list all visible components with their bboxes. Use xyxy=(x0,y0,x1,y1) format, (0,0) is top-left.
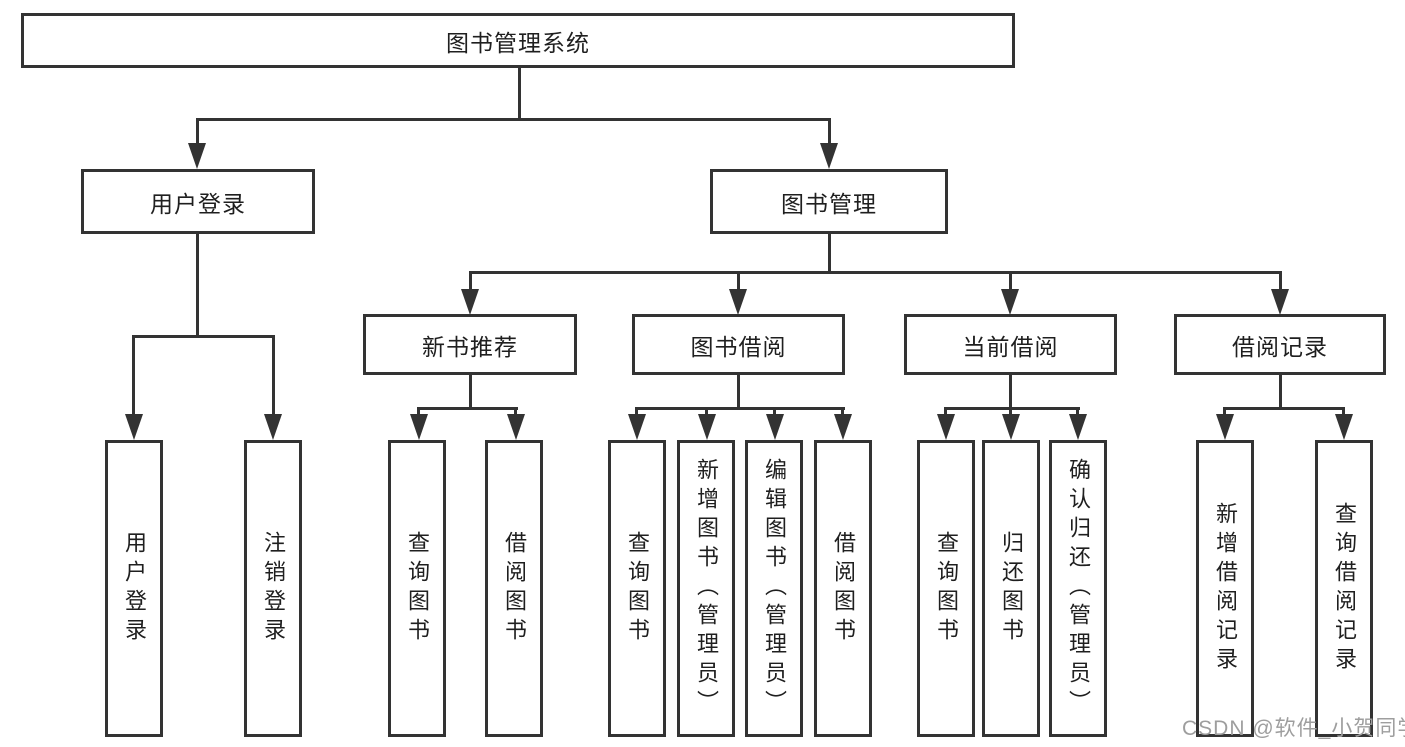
leaf-edit-books-admin: 编辑图书（管理员） xyxy=(745,440,803,737)
arrow-down-icon xyxy=(188,143,206,169)
leaf-query-borrow-record: 查询借阅记录 xyxy=(1315,440,1373,737)
edge-line xyxy=(1223,407,1345,410)
leaf-add-borrow-record: 新增借阅记录 xyxy=(1196,440,1254,737)
edge-line xyxy=(1279,273,1282,291)
edge-line xyxy=(705,409,708,418)
leaf-add-books-admin: 新增图书（管理员） xyxy=(677,440,735,737)
leaf-user-login: 用户登录 xyxy=(105,440,163,737)
edge-line xyxy=(514,409,517,418)
edge-line xyxy=(272,337,275,418)
edge-line xyxy=(635,409,638,418)
edge-line xyxy=(944,407,1080,410)
watermark: CSDN @软件_小贺同学 xyxy=(1182,717,1405,740)
edge-line xyxy=(1009,375,1012,409)
edge-line xyxy=(196,118,831,121)
arrow-down-icon xyxy=(1335,414,1353,440)
edge-line xyxy=(132,335,275,338)
edge-line xyxy=(841,409,844,418)
leaf-confirm-return-admin: 确认归还（管理员） xyxy=(1049,440,1107,737)
edge-line xyxy=(196,120,199,148)
edge-line xyxy=(828,120,831,148)
edge-line xyxy=(944,409,947,418)
leaf-query-books-current: 查询图书 xyxy=(917,440,975,737)
arrow-down-icon xyxy=(264,414,282,440)
arrow-down-icon xyxy=(698,414,716,440)
arrow-down-icon xyxy=(1271,289,1289,315)
edge-line xyxy=(1009,409,1012,418)
edge-line xyxy=(518,66,521,120)
leaf-query-books-recommend: 查询图书 xyxy=(388,440,446,737)
leaf-query-books-borrowing: 查询图书 xyxy=(608,440,666,737)
edge-line xyxy=(828,234,831,273)
arrow-down-icon xyxy=(461,289,479,315)
arrow-down-icon xyxy=(1069,414,1087,440)
arrow-down-icon xyxy=(507,414,525,440)
leaf-logout: 注销登录 xyxy=(244,440,302,737)
arrow-down-icon xyxy=(410,414,428,440)
node-new-book-recommendation: 新书推荐 xyxy=(363,314,577,375)
leaf-borrow-books-recommend: 借阅图书 xyxy=(485,440,543,737)
edge-line xyxy=(737,375,740,409)
node-book-borrowing: 图书借阅 xyxy=(632,314,845,375)
edge-line xyxy=(737,273,740,291)
edge-line xyxy=(1076,409,1079,418)
arrow-down-icon xyxy=(766,414,784,440)
edge-line xyxy=(469,375,472,409)
arrow-down-icon xyxy=(834,414,852,440)
edge-line xyxy=(1279,375,1282,409)
arrow-down-icon xyxy=(820,143,838,169)
arrow-down-icon xyxy=(628,414,646,440)
edge-line xyxy=(1342,409,1345,418)
edge-line xyxy=(196,234,199,337)
edge-line xyxy=(635,407,845,410)
arrow-down-icon xyxy=(729,289,747,315)
node-current-borrowing: 当前借阅 xyxy=(904,314,1117,375)
arrow-down-icon xyxy=(125,414,143,440)
arrow-down-icon xyxy=(1001,289,1019,315)
edge-line xyxy=(469,273,472,291)
edge-line xyxy=(1009,273,1012,291)
edge-line xyxy=(773,409,776,418)
arrow-down-icon xyxy=(1002,414,1020,440)
edge-line xyxy=(469,271,1282,274)
node-book-management: 图书管理 xyxy=(710,169,948,234)
node-library-management-system: 图书管理系统 xyxy=(21,13,1015,68)
edge-line xyxy=(1223,409,1226,418)
edge-line xyxy=(417,407,518,410)
node-user-login: 用户登录 xyxy=(81,169,315,234)
arrow-down-icon xyxy=(1216,414,1234,440)
leaf-borrow-books: 借阅图书 xyxy=(814,440,872,737)
edge-line xyxy=(132,337,135,418)
edge-line xyxy=(417,409,420,418)
node-borrowing-records: 借阅记录 xyxy=(1174,314,1386,375)
leaf-return-books: 归还图书 xyxy=(982,440,1040,737)
arrow-down-icon xyxy=(937,414,955,440)
